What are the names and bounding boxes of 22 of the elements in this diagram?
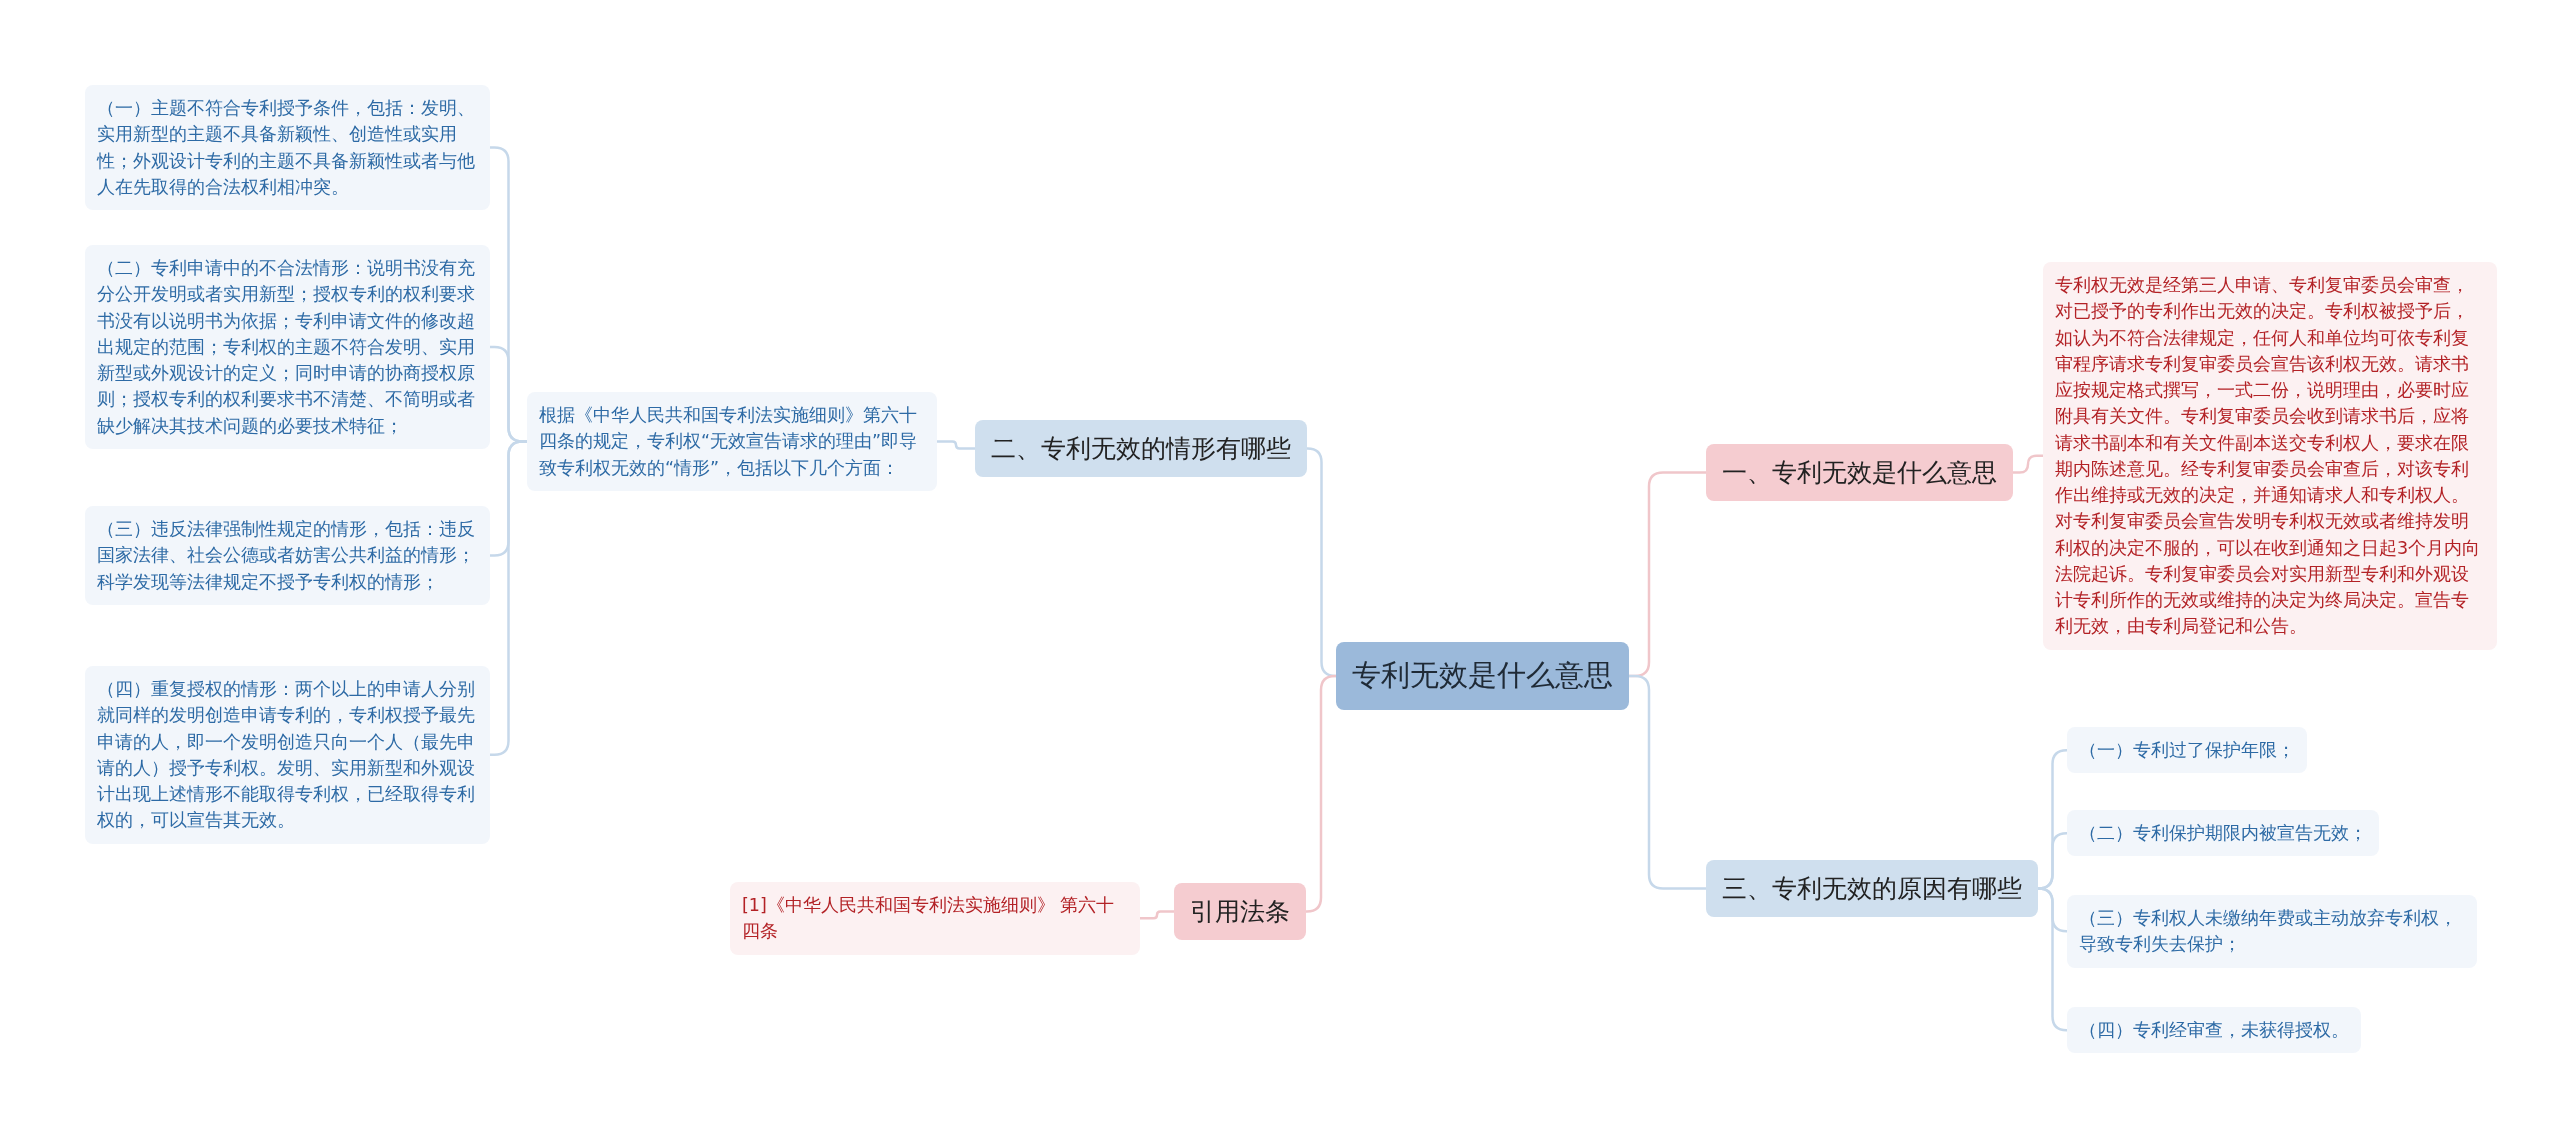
detail-note: [1]《中华人民共和国专利法实施细则》 第六十四条 <box>730 882 1140 955</box>
connector-line <box>2013 454 2043 474</box>
branch-topic: 一、专利无效是什么意思 <box>1706 444 2013 501</box>
detail-note: （四）专利经审查，未获得授权。 <box>2067 1007 2361 1054</box>
branch-topic: 二、专利无效的情形有哪些 <box>975 420 1307 477</box>
detail-note: 专利权无效是经第三人申请、专利复审委员会审查，对已授予的专利作出无效的决定。专利权被授予后，如认为不符合法律规定，任何人和单位均可依专利复审程序请求专利复审委员会宣告该利权无效。请求书应按规定格式撰写，一式二份，说明理由，必要时应附具有关文件。专利复审委员会收到请求书后，应将请求书副本和有关文件副本送交专利权人，要求在限期内陈述意见。经专利复审委员会审查后，对该专利作出维持或无效的决定，并通知请求人和专利权人。对专利复审委员会宣告发明专利权无效或者维持发明利权的决定不服的，可以在收到通知之日起3个月内向法院起诉。专利复审委员会对实用新型专利和外观设计专利所作的无效或维持的决定为终局决定。宣告专利无效，由专利局登记和公告。 <box>2043 262 2497 650</box>
detail-note: （二）专利保护期限内被宣告无效； <box>2067 810 2379 857</box>
branch-topic: 引用法条 <box>1174 883 1306 940</box>
detail-note: （四）重复授权的情形：两个以上的申请人分别就同样的发明创造申请专利的，专利权授予最先申请的人，即一个发明创造只向一个人（最先申请的人）授予专利权。发明、实用新型和外观设计出现上述情形不能取得专利权，已经取得专利权的，可以宣告其无效。 <box>85 666 490 844</box>
detail-note: （三）违反法律强制性规定的情形，包括：违反国家法律、社会公德或者妨害公共利益的情形；科学发现等法律规定不授予专利权的情形； <box>85 506 490 605</box>
central-topic: 专利无效是什么意思 <box>1336 642 1629 710</box>
branch-topic: 三、专利无效的原因有哪些 <box>1706 860 2038 917</box>
connector-line <box>490 440 527 756</box>
detail-note: （一）主题不符合专利授予条件，包括：发明、实用新型的主题不具备新颖性、创造性或实用性；外观设计专利的主题不具备新颖性或者与他人在先取得的合法权利相冲突。 <box>85 85 490 210</box>
detail-note: （二）专利申请中的不合法情形：说明书没有充分公开发明或者实用新型；授权专利的权利要求书没有以说明书为依据；专利申请文件的修改超出规定的范围；专利权的主题不符合发明、实用新型或外观设计的定义；同时申请的协商授权原则；授权专利的权利要求书不清楚、不简明或者缺少解决其技术问题的必要技术特征； <box>85 245 490 449</box>
connector-line <box>937 440 975 450</box>
detail-note: 根据《中华人民共和国专利法实施细则》第六十四条的规定，专利权“无效宣告请求的理由”即导致专利权无效的“情形”，包括以下几个方面： <box>527 392 937 491</box>
connector-line <box>1629 674 1706 890</box>
detail-note: （一）专利过了保护年限； <box>2067 727 2307 774</box>
detail-note: （三）专利权人未缴纳年费或主动放弃专利权，导致专利失去保护； <box>2067 895 2477 968</box>
connector-line <box>1305 674 1337 913</box>
connector-line <box>1140 910 1174 920</box>
